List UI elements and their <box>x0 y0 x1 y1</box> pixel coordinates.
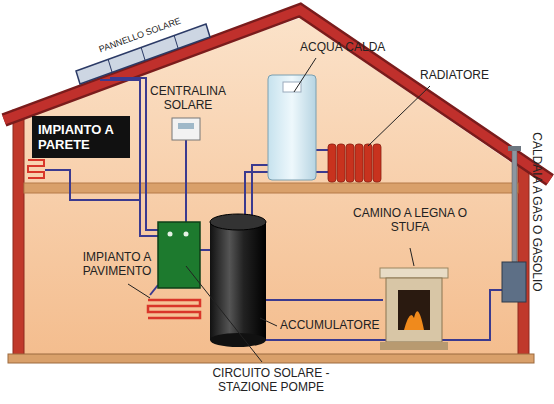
solar-controller <box>178 123 194 129</box>
flue-pipe <box>512 150 517 262</box>
fireplace <box>380 268 448 278</box>
house-interior <box>22 18 522 356</box>
flue-pipe <box>508 146 521 151</box>
floor-slab <box>8 354 534 363</box>
wall-heating-box: IMPIANTO A PARETE <box>32 116 130 158</box>
roof <box>4 10 550 180</box>
floor-heating-coil <box>148 300 200 318</box>
fireplace-label: CAMINO A LEGNA O STUFA <box>345 206 475 234</box>
solar-panel <box>141 47 145 60</box>
pump-station <box>184 232 189 237</box>
accumulator-tank <box>210 222 266 340</box>
radiator <box>328 144 381 182</box>
hot-water-tank <box>283 82 301 92</box>
floor-slab <box>24 183 518 193</box>
fireplace <box>380 342 448 350</box>
fire <box>404 311 424 330</box>
accumulator-tank <box>210 214 266 230</box>
pump-station <box>168 232 173 237</box>
accumulator-tank <box>210 333 266 347</box>
fireplace <box>386 278 442 342</box>
gas-boiler <box>502 262 526 302</box>
fireplace <box>398 290 430 330</box>
radiator-label: RADIATORE <box>420 68 489 82</box>
solar-panel <box>174 35 178 48</box>
controller-label: CENTRALINA SOLARE <box>148 84 228 112</box>
wall <box>13 110 24 362</box>
boiler-label: CALDAIA A GAS O GASOLIO <box>530 132 544 291</box>
tank-label: ACQUA CALDA <box>300 40 385 54</box>
roof <box>4 10 550 180</box>
accumulator-label: ACCUMULATORE <box>280 318 380 332</box>
hot-water-tank <box>268 75 316 180</box>
box-text: IMPIANTO A PARETE <box>38 122 122 152</box>
floor-heating-label: IMPIANTO A PAVIMENTO <box>68 250 166 278</box>
solar-controller <box>172 118 200 140</box>
solar-panel <box>108 59 112 72</box>
wall-heating-coil <box>28 160 44 178</box>
pump-station <box>158 222 200 288</box>
pump-station-label: CIRCUITO SOLARE - STAZIONE POMPE <box>196 366 346 394</box>
